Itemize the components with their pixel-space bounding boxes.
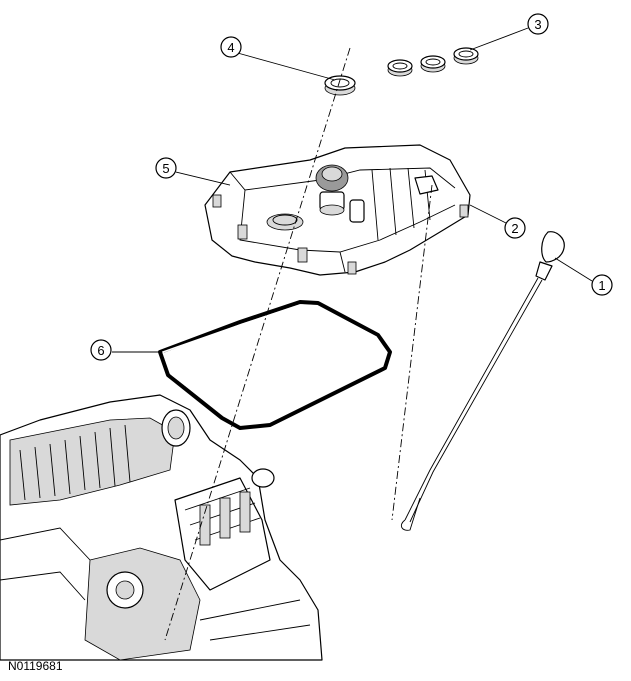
figure-reference-code: N0119681 [8, 659, 63, 673]
svg-text:5: 5 [162, 161, 169, 176]
callout-6: 6 [90, 339, 112, 361]
svg-text:6: 6 [97, 343, 104, 358]
oil-level-dipstick [400, 231, 565, 531]
svg-text:1: 1 [598, 278, 605, 293]
seal-b [420, 55, 446, 73]
callout-1: 1 [591, 274, 613, 296]
callout-leaders [112, 27, 593, 353]
svg-text:3: 3 [534, 17, 541, 32]
svg-text:4: 4 [227, 40, 234, 55]
callout-2: 2 [504, 217, 526, 239]
callout-3: 3 [527, 13, 549, 35]
callout-5: 5 [155, 157, 177, 179]
svg-text:2: 2 [511, 221, 518, 236]
seal-a [387, 59, 413, 77]
cover-bolts [212, 194, 469, 275]
valve-cover-gasket [158, 300, 392, 430]
alignment-lines [164, 47, 433, 641]
seal-c [453, 47, 479, 65]
spark-plug-tube-seals [387, 47, 479, 77]
valve-cover [204, 144, 471, 276]
callout-4: 4 [220, 36, 242, 58]
engine-assembly [0, 394, 323, 661]
